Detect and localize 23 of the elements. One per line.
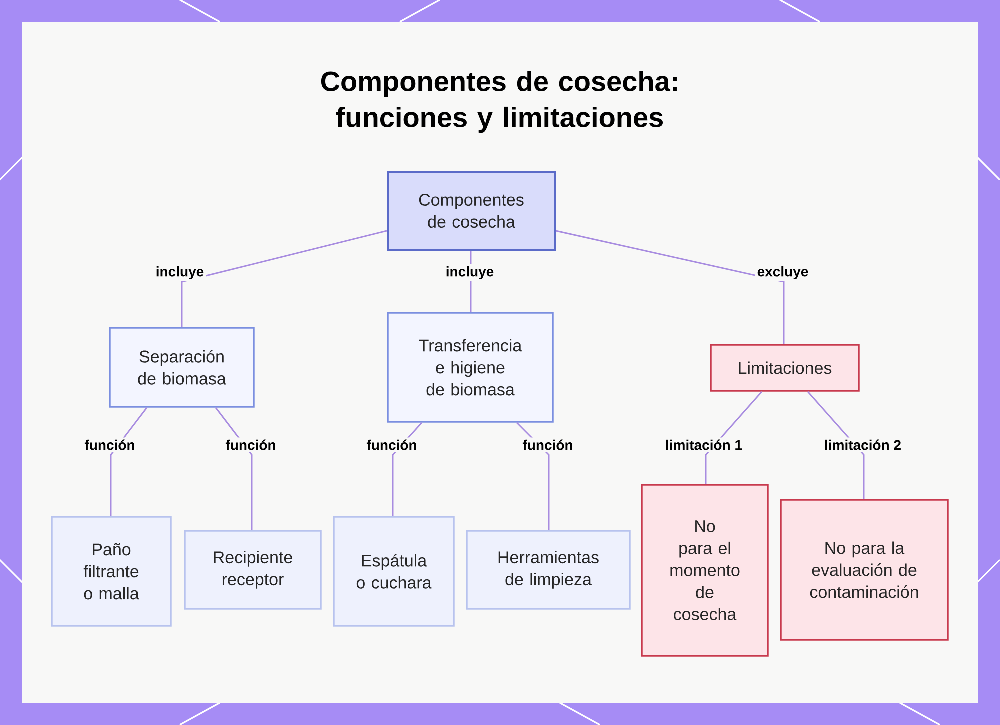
edge-label: incluye [444, 264, 496, 282]
concept-box: Espátula o cuchara [333, 516, 455, 627]
edge-label: función [364, 438, 420, 452]
concept-box: Paño filtrante o malla [51, 516, 172, 627]
concept-box: Componentes de cosecha [387, 171, 556, 251]
edge-label: función [82, 438, 138, 452]
concept-box: Separación de biomasa [109, 327, 255, 408]
concept-box: Recipiente receptor [184, 530, 322, 610]
title: Componentes de cosecha: funciones y limitaciones [321, 70, 677, 134]
edge-label: función [520, 438, 576, 452]
concept-box: Herramientas de limpieza [466, 530, 631, 610]
limitation-box: No para la evaluación de contaminación [780, 499, 949, 641]
limitation-box: No para el momento de cosecha [641, 484, 769, 657]
edge-label: limitación 1 [664, 438, 745, 452]
connector [215, 407, 253, 530]
connector [556, 230, 785, 344]
limitation-box: Limitaciones [710, 344, 860, 392]
connector [181, 230, 388, 328]
edge-label: función [224, 438, 278, 452]
edge-label: limitación 2 [822, 438, 904, 452]
edge-label: excluye [755, 264, 811, 282]
edge-label: incluye [154, 264, 206, 282]
concept-box: Transferencia e higiene de biomasa [387, 312, 554, 423]
